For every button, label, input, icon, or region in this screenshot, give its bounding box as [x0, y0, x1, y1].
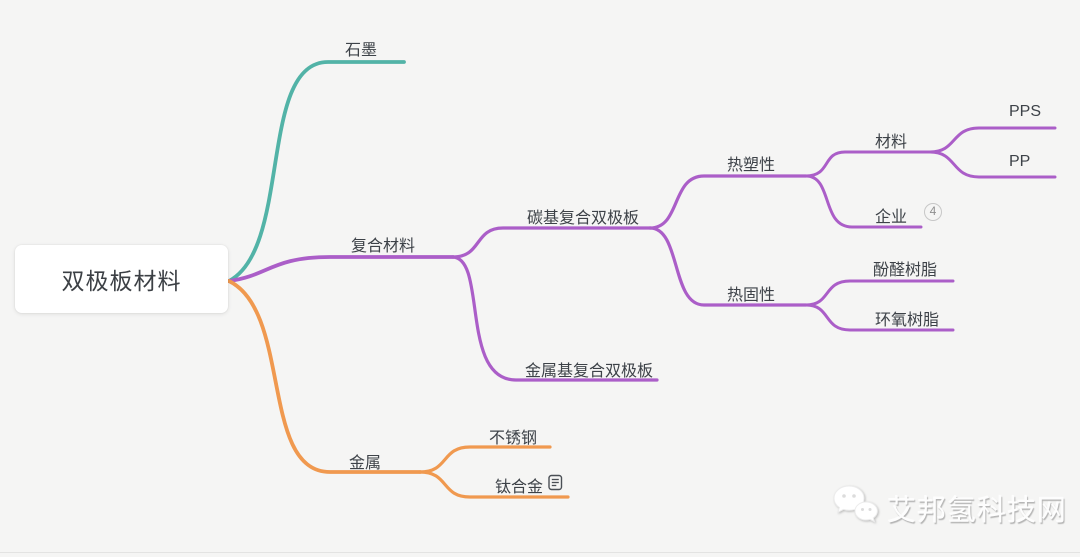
- wechat-logo-icon: [832, 484, 878, 531]
- topic-metal[interactable]: 金属: [349, 455, 382, 472]
- graphite-branch-line: [227, 60, 406, 283]
- topic-composite[interactable]: 复合材料: [351, 238, 416, 255]
- topic-pp[interactable]: PP: [1009, 153, 1031, 170]
- topic-pps[interactable]: PPS: [1009, 103, 1042, 120]
- watermark-text: 艾邦氢科技网: [887, 494, 1068, 527]
- metal-branch-lines: [227, 279, 570, 499]
- topic-enterprise[interactable]: 企业: [875, 209, 908, 226]
- topic-stainless-steel[interactable]: 不锈钢: [489, 430, 538, 447]
- topic-metal-composite[interactable]: 金属基复合双极板: [525, 363, 654, 380]
- watermark: 艾邦氢科技网: [832, 484, 1067, 531]
- collapsed-children-count-badge[interactable]: 4: [924, 203, 942, 221]
- topic-carbon-composite[interactable]: 碳基复合双极板: [527, 210, 640, 227]
- topic-graphite[interactable]: 石墨: [345, 42, 378, 59]
- topic-thermoplastic[interactable]: 热塑性: [727, 157, 776, 174]
- composite-branch-lines: [227, 126, 1057, 382]
- topic-titanium-alloy[interactable]: 钛合金: [495, 479, 544, 496]
- topic-epoxy-resin[interactable]: 环氧树脂: [875, 312, 940, 329]
- topic-material[interactable]: 材料: [875, 134, 908, 151]
- topic-phenolic-resin[interactable]: 酚醛树脂: [873, 262, 938, 279]
- topic-thermoset[interactable]: 热固性: [727, 287, 776, 304]
- root-topic[interactable]: 双极板材料: [15, 245, 228, 313]
- bottom-divider: [0, 552, 1080, 553]
- note-icon[interactable]: [548, 474, 563, 496]
